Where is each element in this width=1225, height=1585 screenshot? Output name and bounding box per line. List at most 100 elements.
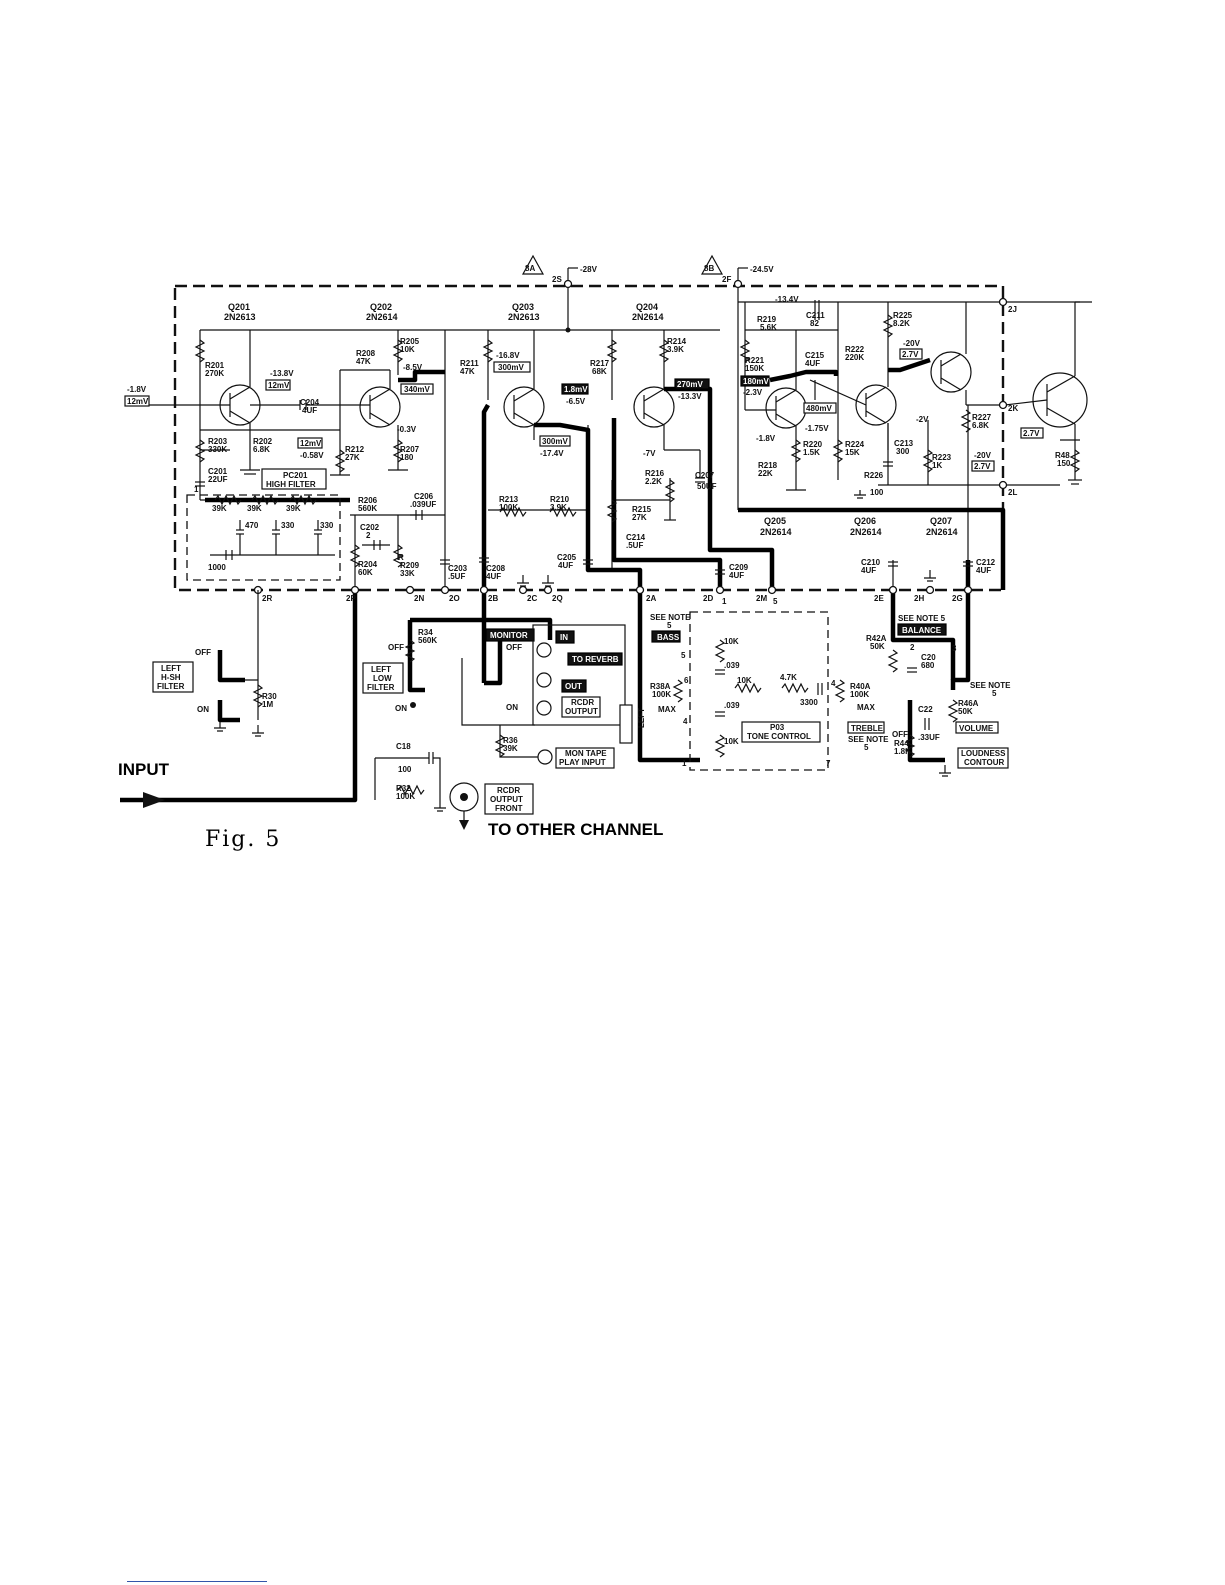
svg-text:22K: 22K <box>758 469 773 478</box>
node-2M: 2M <box>756 594 767 603</box>
svg-text:330K: 330K <box>208 445 227 454</box>
see-note-bass-num: 5 <box>667 621 672 630</box>
svg-text:4UF: 4UF <box>302 406 317 415</box>
svg-text:R220: R220 <box>803 440 823 449</box>
figure-caption: Fig. 5 <box>205 827 281 852</box>
svg-text:2.7V: 2.7V <box>902 350 919 359</box>
svg-text:R206: R206 <box>358 496 378 505</box>
rcdr-front-1: RCDR <box>497 786 520 795</box>
svg-text:39K: 39K <box>286 504 301 513</box>
pc201-label: PC201 <box>283 471 308 480</box>
svg-text:R223: R223 <box>932 453 952 462</box>
q204-ref: Q204 <box>636 302 658 312</box>
svg-text:.5UF: .5UF <box>626 541 643 550</box>
svg-text:300: 300 <box>896 447 910 456</box>
q203-part: 2N2613 <box>508 312 540 322</box>
q206-part: 2N2614 <box>850 527 882 537</box>
svg-text:100K: 100K <box>850 690 869 699</box>
mon-tape-2: PLAY INPUT <box>559 758 606 767</box>
svg-text:330: 330 <box>281 521 295 530</box>
svg-text:C18: C18 <box>396 742 411 751</box>
svg-text:-0.3V: -0.3V <box>397 425 417 434</box>
svg-text:6.8K: 6.8K <box>253 445 270 454</box>
svg-text:150K: 150K <box>745 364 764 373</box>
node-2O: 2O <box>449 594 460 603</box>
svg-text:6: 6 <box>684 676 689 685</box>
svg-text:5: 5 <box>773 597 778 606</box>
svg-text:33K: 33K <box>400 569 415 578</box>
svg-text:27K: 27K <box>345 453 360 462</box>
see-note-volume: SEE NOTE <box>970 681 1011 690</box>
see-note-volume-num: 5 <box>992 689 997 698</box>
left-hsh-filter: LEFT H-SH FILTER OFF ON <box>152 590 259 723</box>
bus-a-tag: 8A <box>525 264 535 273</box>
left-low-filter: LEFT LOW FILTER OFF ON <box>362 643 416 713</box>
svg-text:R201: R201 <box>205 361 225 370</box>
svg-text:7: 7 <box>826 759 831 768</box>
svg-text:3300: 3300 <box>800 698 818 707</box>
svg-text:15K: 15K <box>845 448 860 457</box>
svg-text:R217: R217 <box>590 359 610 368</box>
svg-text:-13.8V: -13.8V <box>270 369 294 378</box>
svg-text:2: 2 <box>366 531 371 540</box>
svg-text:100: 100 <box>398 765 412 774</box>
svg-text:60K: 60K <box>358 568 373 577</box>
bus-b-tag: 8B <box>704 264 714 273</box>
svg-text:300mV: 300mV <box>498 363 524 372</box>
svg-text:R227: R227 <box>972 413 992 422</box>
svg-text:R30: R30 <box>262 692 277 701</box>
q202-ref: Q202 <box>370 302 392 312</box>
svg-text:R40A: R40A <box>850 682 871 691</box>
svg-text:10K: 10K <box>400 345 415 354</box>
low-on: ON <box>395 704 407 713</box>
q207-part: 2N2614 <box>926 527 958 537</box>
pc201-dashed-block <box>186 494 341 581</box>
see-note-balance: SEE NOTE 5 <box>898 614 946 623</box>
switch-out: OUT <box>565 682 582 691</box>
to-other-channel-label: TO OTHER CHANNEL <box>488 820 663 839</box>
svg-text:C209: C209 <box>729 563 749 572</box>
svg-text:R209: R209 <box>400 561 420 570</box>
monitor-on: ON <box>506 703 518 712</box>
svg-text:R224: R224 <box>845 440 865 449</box>
svg-text:R226: R226 <box>864 471 884 480</box>
q204-part: 2N2614 <box>632 312 664 322</box>
svg-text:50K: 50K <box>870 642 885 651</box>
svg-text:R225: R225 <box>893 311 913 320</box>
svg-text:C215: C215 <box>805 351 825 360</box>
q203-ref: Q203 <box>512 302 534 312</box>
svg-text:-20V: -20V <box>903 339 921 348</box>
left-low-3: FILTER <box>367 683 395 692</box>
ground-symbols <box>214 490 951 812</box>
component-labels: R201 270K R202 6.8K R203 330K C201 22UF … <box>205 311 1071 801</box>
transistor-symbols <box>219 301 1092 440</box>
left-hsh-1: LEFT <box>161 664 181 673</box>
q207-ref: Q207 <box>930 516 952 526</box>
volume-label: VOLUME <box>959 724 994 733</box>
left-low-2: LOW <box>373 674 392 683</box>
svg-text:C206: C206 <box>414 492 434 501</box>
svg-text:-0.58V: -0.58V <box>300 451 324 460</box>
svg-text:-7V: -7V <box>643 449 656 458</box>
svg-text:C212: C212 <box>976 558 996 567</box>
bass-max: MAX <box>658 705 676 714</box>
svg-text:-17.4V: -17.4V <box>540 449 564 458</box>
svg-text:1.8K: 1.8K <box>894 747 911 756</box>
q206-ref: Q206 <box>854 516 876 526</box>
svg-text:220K: 220K <box>845 353 864 362</box>
svg-text:100K: 100K <box>499 503 518 512</box>
node-2D: 2D <box>703 594 713 603</box>
svg-text:C201: C201 <box>208 467 228 476</box>
svg-text:R214: R214 <box>667 337 687 346</box>
bus-a-node: 2S <box>552 275 562 284</box>
monitor-switch-area: MONITOR OFF ON IN TO REVERB OUT RCDR OUT… <box>461 624 646 769</box>
node-2K: 2K <box>1008 404 1018 413</box>
svg-text:R216: R216 <box>645 469 665 478</box>
svg-text:-16.8V: -16.8V <box>496 351 520 360</box>
svg-text:C207: C207 <box>695 471 715 480</box>
svg-text:R203: R203 <box>208 437 228 446</box>
q201-part: 2N2613 <box>224 312 256 322</box>
input-arrow <box>143 792 165 808</box>
svg-text:340mV: 340mV <box>404 385 430 394</box>
